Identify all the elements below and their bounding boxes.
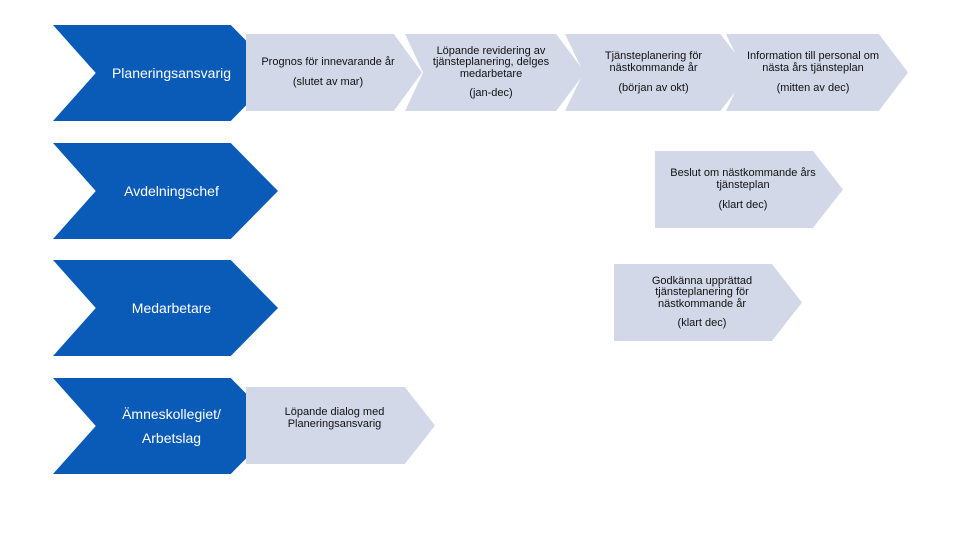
role-label: Planeringsansvarig (111, 64, 232, 81)
step-chevron-lopande-dialog: Löpande dialog med Planeringsansvarig (246, 387, 435, 464)
step-timing: (jan-dec) (469, 87, 513, 100)
role-chevron-amneskollegiet: Ämneskollegiet/Arbetslag (53, 378, 278, 474)
step-title: Löpande dialog med Planeringsansvarig (284, 405, 385, 430)
step-chevron-information: Information till personal om nästa års t… (726, 34, 908, 111)
role-label: Medarbetare (131, 299, 212, 316)
step-title: Godkänna upprättad tjänsteplanering för … (651, 274, 753, 310)
step-chevron-godkanna: Godkänna upprättad tjänsteplanering för … (614, 264, 802, 341)
step-title: Tjänsteplanering för nästkommande år (604, 50, 703, 74)
step-title: Prognos för innevarande år (261, 56, 395, 69)
role-chevron-avdelningschef: Avdelningschef (53, 143, 278, 239)
step-chevron-tjansteplanering: Tjänsteplanering för nästkommande år (bö… (565, 34, 750, 111)
step-timing: (början av okt) (618, 81, 689, 94)
step-timing: (mitten av dec) (776, 81, 850, 94)
role-label: Avdelningschef (124, 182, 219, 199)
role-chevron-medarbetare: Medarbetare (53, 260, 278, 356)
step-chevron-prognos: Prognos för innevarande år (slutet av ma… (246, 34, 422, 111)
step-chevron-beslut: Beslut om nästkommande års tjänsteplan (… (655, 151, 843, 228)
step-title: Beslut om nästkommande års tjänsteplan (670, 167, 816, 191)
step-timing: (klart dec) (718, 198, 768, 211)
role-label: Ämneskollegiet/Arbetslag (122, 405, 221, 447)
step-chevron-lopande-revidering: Löpande revidering av tjänsteplanering, … (405, 34, 585, 111)
step-title: Information till personal om nästa års t… (746, 50, 880, 74)
role-chevron-planeringsansvarig: Planeringsansvarig (53, 25, 278, 121)
step-timing: (slutet av mar) (292, 75, 364, 88)
step-timing: (klart dec) (677, 317, 727, 330)
step-title: Löpande revidering av tjänsteplanering, … (432, 44, 550, 80)
